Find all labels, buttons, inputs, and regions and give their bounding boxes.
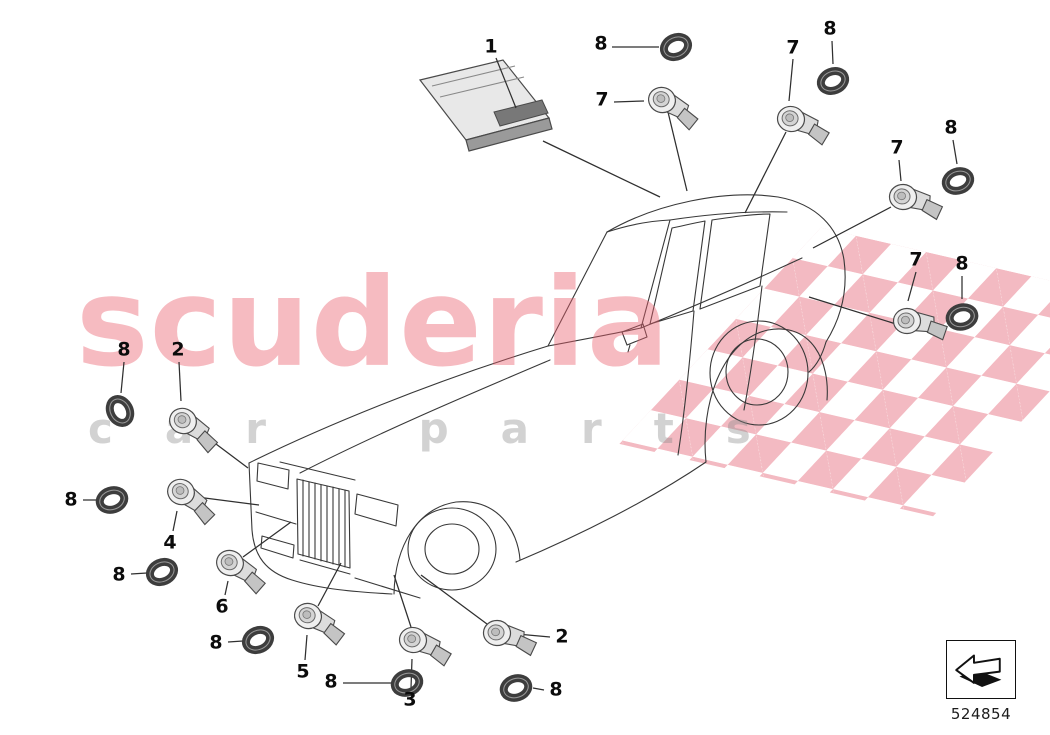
diagram-part-number: 524854 bbox=[950, 705, 1012, 723]
sealing-ring-part bbox=[241, 625, 275, 655]
callout-label-5[interactable]: 5 bbox=[296, 660, 310, 683]
leader-line bbox=[613, 100, 645, 103]
pdc-sensor-part bbox=[892, 307, 948, 341]
sealing-ring-part bbox=[941, 167, 975, 195]
callout-label-8[interactable]: 8 bbox=[823, 17, 837, 40]
sealing-ring-part bbox=[499, 674, 533, 702]
sealing-ring-part bbox=[659, 32, 693, 62]
pdc-sensor-part bbox=[647, 86, 699, 131]
pdc-sensor-part bbox=[216, 549, 266, 595]
leader-line bbox=[224, 580, 229, 596]
leader-line bbox=[788, 58, 794, 102]
leader-line bbox=[130, 572, 148, 575]
leader-line bbox=[952, 139, 958, 165]
leader-line bbox=[542, 140, 661, 198]
callout-label-8[interactable]: 8 bbox=[549, 678, 563, 701]
leader-line bbox=[808, 296, 897, 325]
pdc-sensor-part bbox=[398, 626, 452, 667]
leader-line bbox=[744, 131, 787, 214]
callout-label-8[interactable]: 8 bbox=[594, 32, 608, 55]
leader-line bbox=[304, 634, 308, 661]
leader-line bbox=[812, 206, 892, 249]
leader-line bbox=[907, 271, 917, 302]
pdc-sensor-part bbox=[482, 619, 538, 657]
leader-line bbox=[178, 361, 182, 402]
leader-line bbox=[172, 510, 178, 532]
callout-label-8[interactable]: 8 bbox=[64, 488, 78, 511]
callout-label-4[interactable]: 4 bbox=[163, 531, 177, 554]
pdc-sensor-part bbox=[169, 407, 219, 454]
callout-label-8[interactable]: 8 bbox=[209, 631, 223, 654]
sealing-ring-part bbox=[945, 303, 979, 331]
pdc-sensor-part bbox=[167, 478, 216, 526]
callout-label-2[interactable]: 2 bbox=[171, 338, 185, 361]
callout-label-2[interactable]: 2 bbox=[555, 625, 569, 648]
leader-line bbox=[196, 496, 260, 506]
callout-label-3[interactable]: 3 bbox=[403, 688, 417, 711]
pdc-sensor-part bbox=[293, 602, 346, 646]
leader-line bbox=[831, 40, 834, 65]
callout-label-7[interactable]: 7 bbox=[909, 248, 923, 271]
callout-label-8[interactable]: 8 bbox=[944, 116, 958, 139]
pdc-sensor-part bbox=[888, 183, 944, 221]
sealing-ring-part bbox=[816, 67, 850, 95]
leader-line bbox=[242, 521, 292, 558]
leader-line bbox=[667, 111, 688, 192]
leader-line bbox=[898, 159, 902, 182]
callout-label-1[interactable]: 1 bbox=[484, 35, 498, 58]
sealing-ring-part bbox=[95, 486, 129, 514]
sealing-ring-part bbox=[145, 557, 179, 587]
leader-line bbox=[317, 562, 342, 607]
leader-line bbox=[393, 574, 412, 628]
pdc-sensor-part bbox=[776, 105, 830, 146]
leader-line bbox=[227, 640, 244, 643]
callout-label-8[interactable]: 8 bbox=[324, 670, 338, 693]
callout-label-7[interactable]: 7 bbox=[890, 136, 904, 159]
callout-label-7[interactable]: 7 bbox=[786, 36, 800, 59]
leader-line bbox=[420, 574, 488, 625]
direction-arrow-icon bbox=[955, 654, 1002, 687]
sealing-ring-part bbox=[105, 395, 135, 427]
callout-label-8[interactable]: 8 bbox=[955, 252, 969, 275]
sealing-ring-part bbox=[390, 669, 424, 697]
callout-label-6[interactable]: 6 bbox=[215, 595, 229, 618]
direction-arrow-box[interactable] bbox=[946, 640, 1016, 699]
callout-label-7[interactable]: 7 bbox=[595, 88, 609, 111]
callout-label-8[interactable]: 8 bbox=[112, 563, 126, 586]
leader-line bbox=[120, 361, 125, 394]
control-unit-part bbox=[418, 59, 553, 152]
leader-line bbox=[532, 687, 545, 691]
callout-label-8[interactable]: 8 bbox=[117, 338, 131, 361]
leader-line bbox=[495, 57, 517, 109]
